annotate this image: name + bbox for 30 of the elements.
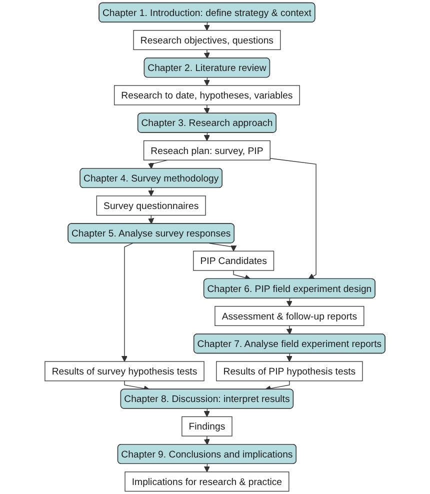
arrow bbox=[204, 49, 210, 59]
node-box: Survey questionnaires bbox=[96, 196, 206, 216]
arrow bbox=[286, 353, 292, 362]
node-box: Assessment & follow-up reports bbox=[214, 306, 364, 326]
arrow bbox=[204, 408, 210, 417]
node-box: Findings bbox=[182, 416, 232, 436]
arrow bbox=[270, 158, 316, 280]
arrow bbox=[204, 77, 210, 86]
arrow bbox=[204, 22, 210, 31]
node-box: Reseach plan: survey, PIP bbox=[143, 140, 270, 160]
arrow bbox=[286, 325, 292, 335]
node-box: Results of PIP hypothesis tests bbox=[216, 361, 363, 382]
node-box: Research objectives, questions bbox=[133, 30, 281, 50]
arrow bbox=[286, 298, 292, 307]
arrow bbox=[148, 160, 168, 169]
arrow bbox=[208, 242, 237, 252]
arrow bbox=[124, 380, 150, 392]
arrow bbox=[204, 436, 210, 445]
arrow bbox=[204, 132, 210, 141]
node-box: Research to date, hypotheses, variables bbox=[114, 85, 300, 106]
node-box: Results of survey hypothesis tests bbox=[44, 361, 204, 382]
arrow bbox=[204, 104, 210, 114]
arrow bbox=[233, 270, 251, 281]
node-box: Implications for research & practice bbox=[124, 472, 290, 492]
arrow bbox=[204, 464, 210, 472]
arrow bbox=[148, 214, 154, 224]
node-box: PIP Candidates bbox=[193, 250, 274, 271]
arrow bbox=[148, 188, 154, 196]
arrow bbox=[121, 242, 134, 362]
arrow bbox=[264, 380, 290, 392]
